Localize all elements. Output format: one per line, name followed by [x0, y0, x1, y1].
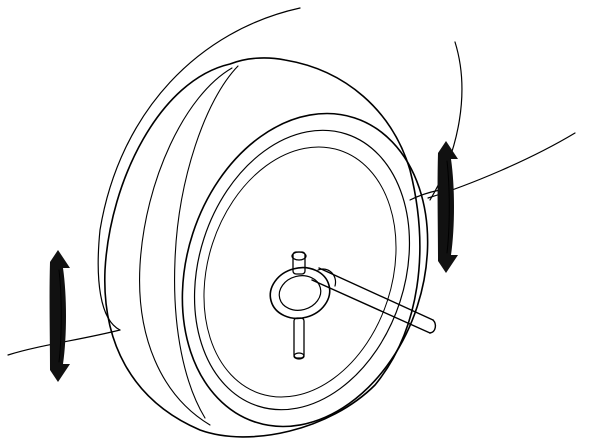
rotate-arrow-icon — [437, 141, 458, 273]
vehicle-fender — [7, 7, 576, 356]
rotate-arrow-icon — [49, 250, 70, 382]
hub-tool — [269, 251, 437, 360]
tire — [104, 57, 421, 438]
wheel-rim — [181, 112, 429, 428]
